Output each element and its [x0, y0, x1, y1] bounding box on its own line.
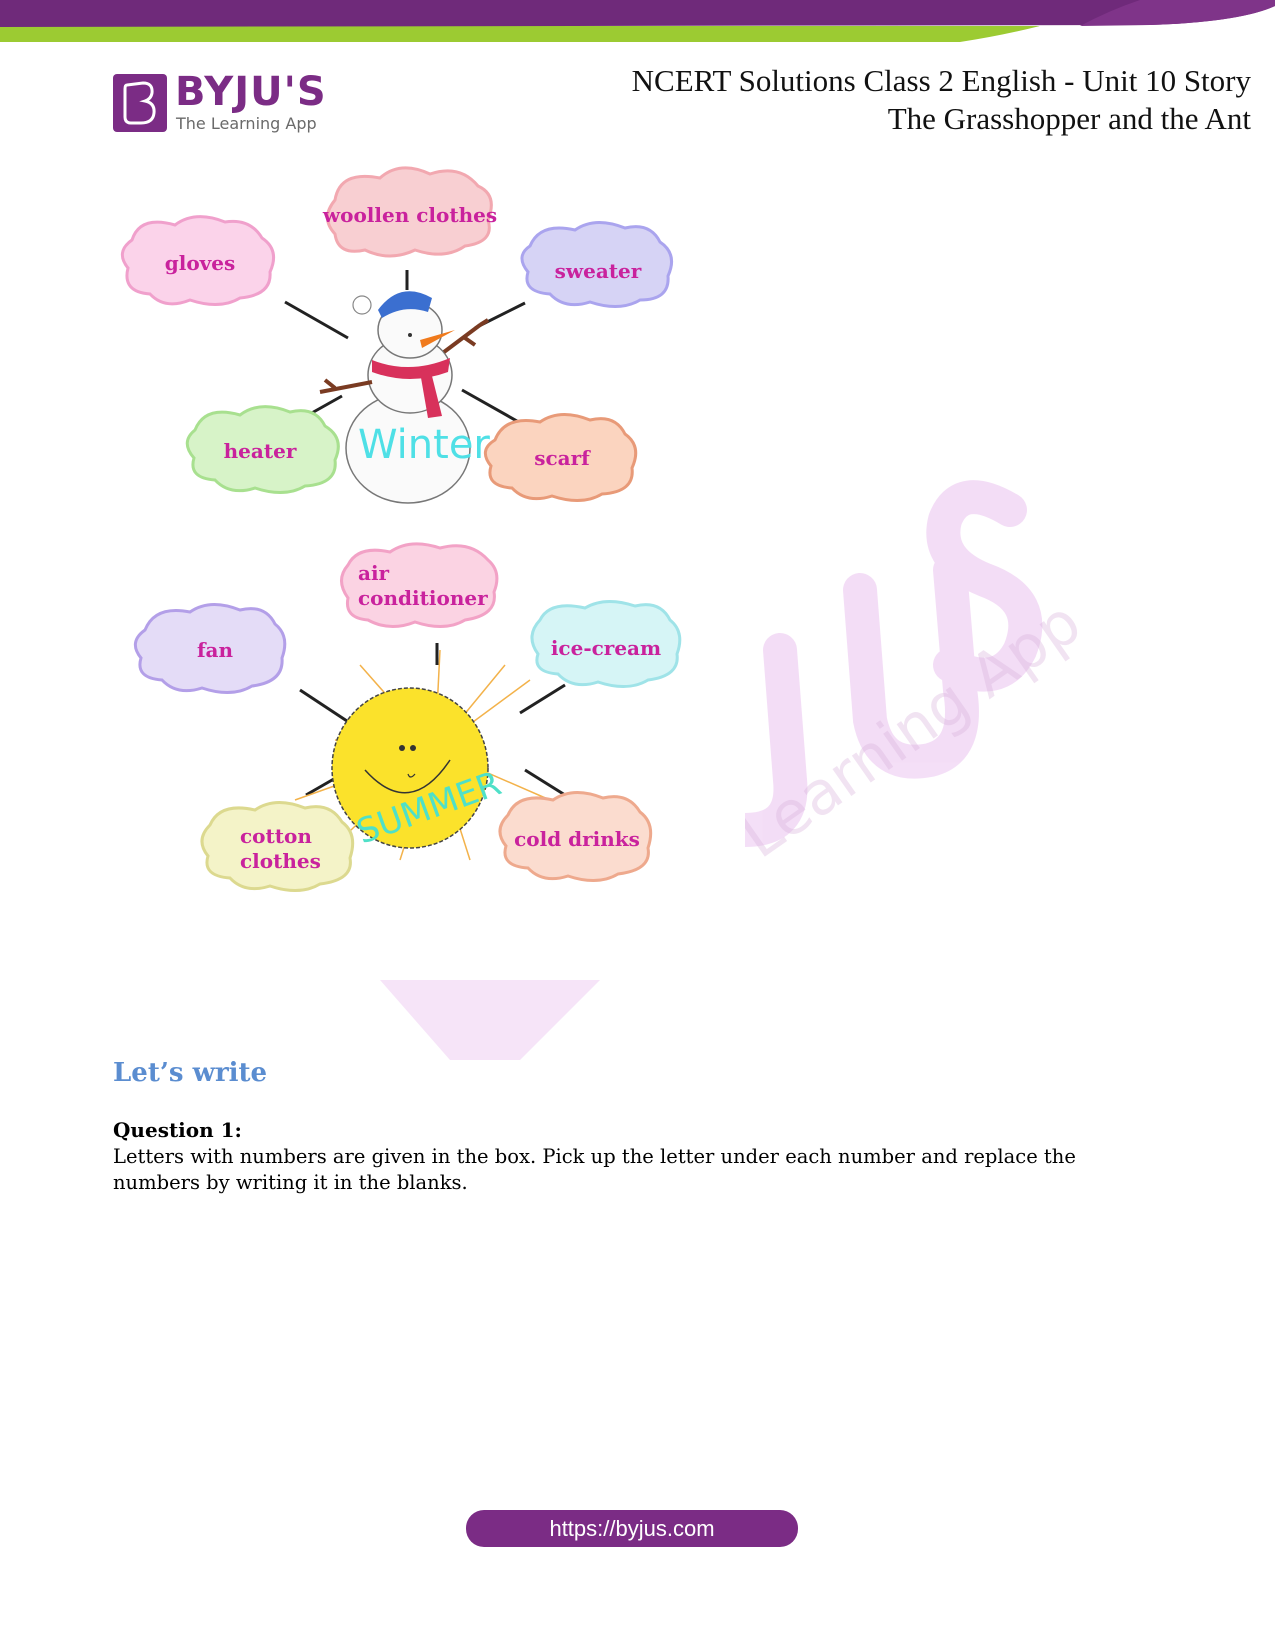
byjus-logo-icon — [113, 74, 167, 132]
svg-text:gloves: gloves — [165, 251, 236, 275]
cloud-cold-drinks: cold drinks — [498, 791, 653, 882]
svg-text:conditioner: conditioner — [358, 586, 488, 610]
svg-text:cold drinks: cold drinks — [514, 827, 640, 851]
question-text: Letters with numbers are given in the bo… — [113, 1145, 1076, 1194]
svg-text:clothes: clothes — [240, 849, 321, 873]
snowman-illustration — [319, 291, 490, 504]
svg-text:sweater: sweater — [555, 259, 642, 283]
svg-text:heater: heater — [224, 439, 297, 463]
seasons-mind-map-figure: Winter woollen clothes gloves sweater he… — [110, 160, 745, 970]
header-decorative-bar — [0, 0, 1275, 50]
svg-text:scarf: scarf — [534, 446, 591, 470]
section-heading: Let’s write — [113, 1058, 268, 1088]
cloud-heater: heater — [185, 405, 340, 494]
question-label: Question 1: — [113, 1118, 242, 1142]
cloud-cotton-clothes: cotton clothes — [200, 801, 355, 892]
sun-illustration — [331, 687, 489, 849]
brand-name: BYJU'S — [175, 69, 327, 115]
svg-text:air: air — [358, 561, 390, 585]
svg-text:Learning App: Learning App — [728, 587, 1093, 872]
byjus-logo: BYJU'S The Learning App — [113, 69, 328, 136]
cloud-woollen-clothes: woollen clothes — [322, 166, 497, 258]
cloud-air-conditioner: air conditioner — [340, 542, 499, 628]
cloud-scarf: scarf — [483, 413, 638, 502]
document-title-line1: NCERT Solutions Class 2 English - Unit 1… — [631, 63, 1251, 98]
svg-text:ice-cream: ice-cream — [551, 636, 661, 660]
footer-website-link[interactable]: https://byjus.com — [466, 1510, 798, 1547]
brand-tagline: The Learning App — [176, 114, 317, 133]
winter-mind-map: Winter woollen clothes gloves sweater he… — [120, 166, 674, 504]
document-title-line2: The Grasshopper and the Ant — [887, 101, 1251, 136]
cloud-fan: fan — [133, 603, 287, 694]
document-title: NCERT Solutions Class 2 English - Unit 1… — [632, 62, 1251, 138]
svg-text:woollen clothes: woollen clothes — [322, 203, 497, 227]
summer-mind-map: SUMMER air conditioner fan ice-cream cot… — [133, 542, 682, 892]
cloud-gloves: gloves — [120, 215, 276, 306]
winter-center-label: Winter — [358, 422, 490, 468]
cloud-ice-cream: ice-cream — [530, 600, 682, 688]
svg-text:fan: fan — [197, 638, 234, 662]
cloud-sweater: sweater — [520, 221, 674, 308]
svg-text:cotton: cotton — [240, 824, 312, 848]
